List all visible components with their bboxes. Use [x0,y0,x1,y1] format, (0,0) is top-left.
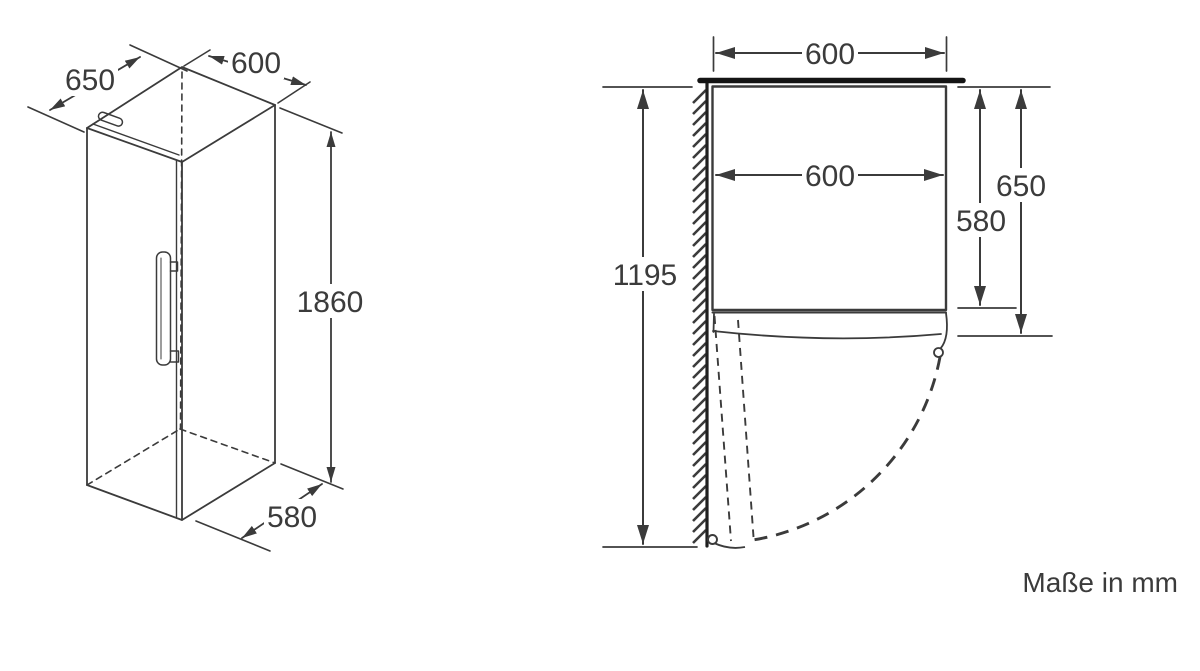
door-swing-arc [752,356,942,542]
wall-hatching [692,89,707,544]
wall-hatch-stroke [692,89,707,104]
wall-hatch-stroke [692,386,707,401]
wall-hatch-stroke [692,529,707,544]
top-label-masks [610,36,1048,291]
isometric-view: 650 600 1860 580 [27,44,365,552]
top-width-inner-label: 600 [805,160,855,193]
top-depth-door-label: 650 [996,170,1046,203]
wall-hatch-stroke [692,485,707,500]
door-open-dashed [707,315,755,549]
wall-hatch-stroke [692,342,707,357]
iso-depth-bottom-label: 580 [267,501,317,534]
iso-width-label: 600 [231,47,281,80]
wall-hatch-stroke [692,298,707,313]
wall-hatch-stroke [692,507,707,522]
wall-hatch-stroke [692,144,707,159]
wall-hatch-stroke [692,430,707,445]
wall-hatch-stroke [692,309,707,324]
wall-hatch-stroke [692,463,707,478]
wall-hatch-stroke [692,133,707,148]
wall-hatch-stroke [692,364,707,379]
wall-hatch-stroke [692,265,707,280]
wall [692,77,966,548]
wall-hatch-stroke [692,199,707,214]
wall-hatch-stroke [692,177,707,192]
units-caption: Maße in mm [1022,567,1178,598]
wall-hatch-stroke [692,155,707,170]
wall-hatch-stroke [692,221,707,236]
wall-hatch-stroke [692,320,707,335]
iso-dimension-lines [49,55,336,539]
wall-hatch-stroke [692,375,707,390]
wall-hatch-stroke [692,276,707,291]
iso-depth-top-label: 650 [65,64,115,97]
wall-hatch-stroke [692,122,707,137]
top-view: 600 600 1195 580 650 [602,36,1053,549]
door-closed [712,312,948,358]
wall-hatch-stroke [692,111,707,126]
wall-hatch-stroke [692,474,707,489]
appliance-body [711,85,948,314]
wall-hatch-stroke [692,210,707,225]
wall-hatch-stroke [692,100,707,115]
wall-hatch-stroke [692,188,707,203]
wall-hatch-stroke [692,397,707,412]
wall-hatch-stroke [692,287,707,302]
wall-hatch-stroke [692,166,707,181]
top-width-outer-label: 600 [805,38,855,71]
top-depth-total-label: 1195 [613,259,678,292]
top-depth-body-label: 580 [956,205,1006,238]
top-extension-lines [602,36,1053,548]
iso-height-label: 1860 [297,286,364,319]
wall-hatch-stroke [692,232,707,247]
wall-hatch-stroke [692,243,707,258]
door-handle-closed [933,347,944,358]
door-handle-open [707,534,718,545]
iso-hidden-edges [86,71,276,486]
iso-door-handle [97,111,180,366]
wall-hatch-stroke [692,254,707,269]
wall-hatch-stroke [692,452,707,467]
wall-hatch-stroke [692,419,707,434]
wall-hatch-stroke [692,441,707,456]
iso-label-masks [62,46,365,533]
wall-hatch-stroke [692,353,707,368]
wall-hatch-stroke [692,518,707,533]
wall-hatch-stroke [692,496,707,511]
wall-hatch-stroke [692,408,707,423]
wall-hatch-stroke [692,331,707,346]
iso-extension-lines [27,44,344,552]
